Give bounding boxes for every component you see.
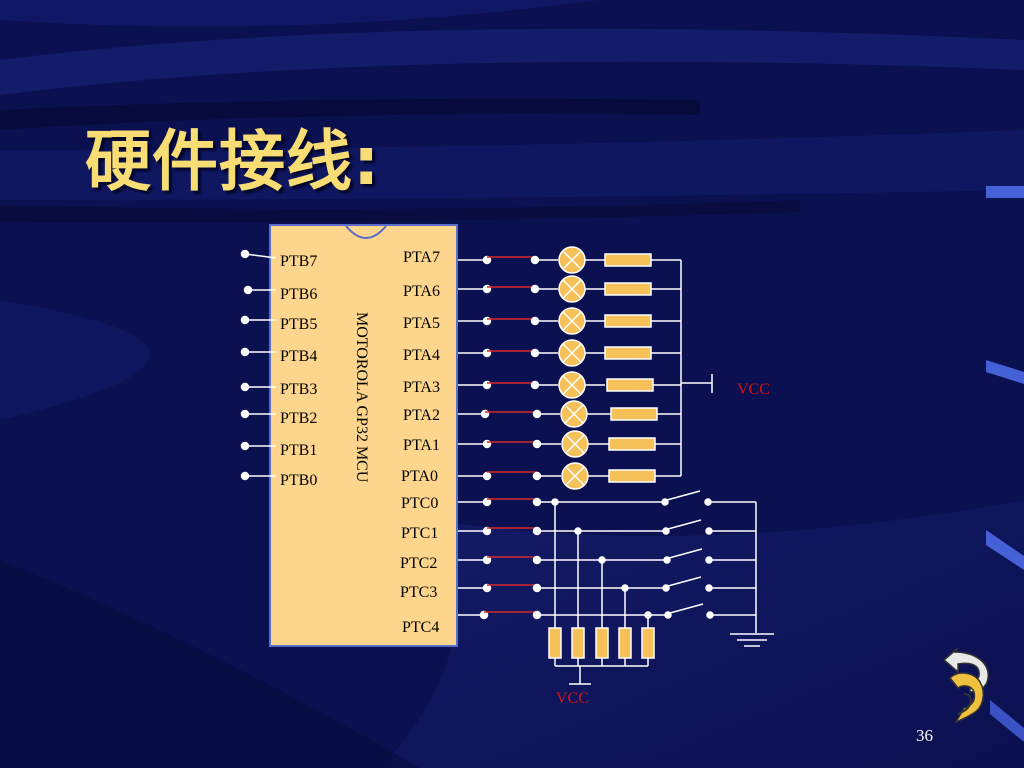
- pullup-resistor-1: [548, 627, 562, 659]
- key-rows: [532, 497, 668, 628]
- pullup-resistors: [548, 627, 655, 659]
- led-wires: [585, 259, 713, 477]
- resistor-pta2: [610, 407, 658, 421]
- pin-pta7: PTA7: [403, 249, 440, 266]
- pin-ptc1: PTC1: [401, 525, 439, 542]
- pullup-resistor-3: [595, 627, 609, 659]
- pullup-resistor-4: [618, 627, 632, 659]
- red-jumper-wires: [484, 256, 537, 613]
- resistor-pta7: [604, 253, 652, 267]
- pin-pta3: PTA3: [403, 379, 440, 396]
- pin-ptb4: PTB4: [280, 348, 318, 365]
- return-arrow-icon[interactable]: [944, 648, 996, 724]
- pin-ptb1: PTB1: [280, 442, 318, 459]
- slide-title: 硬件接线:: [85, 123, 381, 200]
- led-lamp-pta1: [561, 430, 589, 458]
- pullup-resistor-5: [641, 627, 655, 659]
- led-lamp-pta5: [558, 307, 586, 335]
- resistor-pta4: [604, 346, 652, 360]
- pin-ptb6: PTB6: [280, 286, 318, 303]
- vcc-label-keys: VCC: [556, 690, 589, 707]
- resistor-pta6: [604, 282, 652, 296]
- pin-ptb3: PTB3: [280, 381, 318, 398]
- led-rows: [530, 255, 561, 481]
- pin-ptb7: PTB7: [280, 253, 318, 270]
- pin-ptc2: PTC2: [400, 555, 438, 572]
- pin-pta5: PTA5: [403, 315, 440, 332]
- switch-ptc4: [664, 603, 756, 619]
- push-switches: [661, 490, 757, 633]
- page-number: 36: [916, 726, 933, 745]
- ground-symbol: [730, 633, 774, 647]
- pin-pta2: PTA2: [403, 407, 440, 424]
- chip-notch: [345, 225, 387, 239]
- led-lamp-pta0: [561, 462, 589, 490]
- mcu-label: MOTOROLA GP32 MCU: [353, 312, 370, 483]
- pin-pta6: PTA6: [403, 283, 440, 300]
- led-lamp-pta6: [558, 275, 586, 303]
- pullup-wires: [554, 658, 649, 685]
- led-lamps: [558, 246, 589, 490]
- resistor-pta0: [608, 469, 656, 483]
- pin-pta1: PTA1: [403, 437, 440, 454]
- switch-ptc3: [662, 576, 756, 592]
- pullup-resistor-2: [571, 627, 585, 659]
- pin-pta4: PTA4: [403, 347, 440, 364]
- mcu-chip: [269, 224, 458, 647]
- pin-ptc4: PTC4: [402, 619, 440, 636]
- switch-ptc0: [661, 490, 756, 506]
- vcc-label-led: VCC: [737, 381, 770, 398]
- pin-ptc3: PTC3: [400, 584, 438, 601]
- led-lamp-pta3: [558, 371, 586, 399]
- ptb-pin-stubs: [240, 249, 277, 481]
- switch-ptc2: [663, 548, 756, 564]
- led-lamp-pta2: [560, 400, 588, 428]
- switch-ptc1: [662, 519, 756, 535]
- pin-ptc0: PTC0: [401, 495, 439, 512]
- resistor-pta5: [604, 314, 652, 328]
- led-lamp-pta7: [558, 246, 586, 274]
- pin-ptb2: PTB2: [280, 410, 318, 427]
- resistor-pta1: [608, 437, 656, 451]
- led-lamp-pta4: [558, 339, 586, 367]
- pin-pta0: PTA0: [401, 468, 438, 485]
- led-resistors: [604, 253, 658, 483]
- resistor-pta3: [606, 378, 654, 392]
- pin-ptb5: PTB5: [280, 316, 318, 333]
- pin-ptb0: PTB0: [280, 472, 318, 489]
- pta-ptc-pin-stubs: [458, 255, 492, 620]
